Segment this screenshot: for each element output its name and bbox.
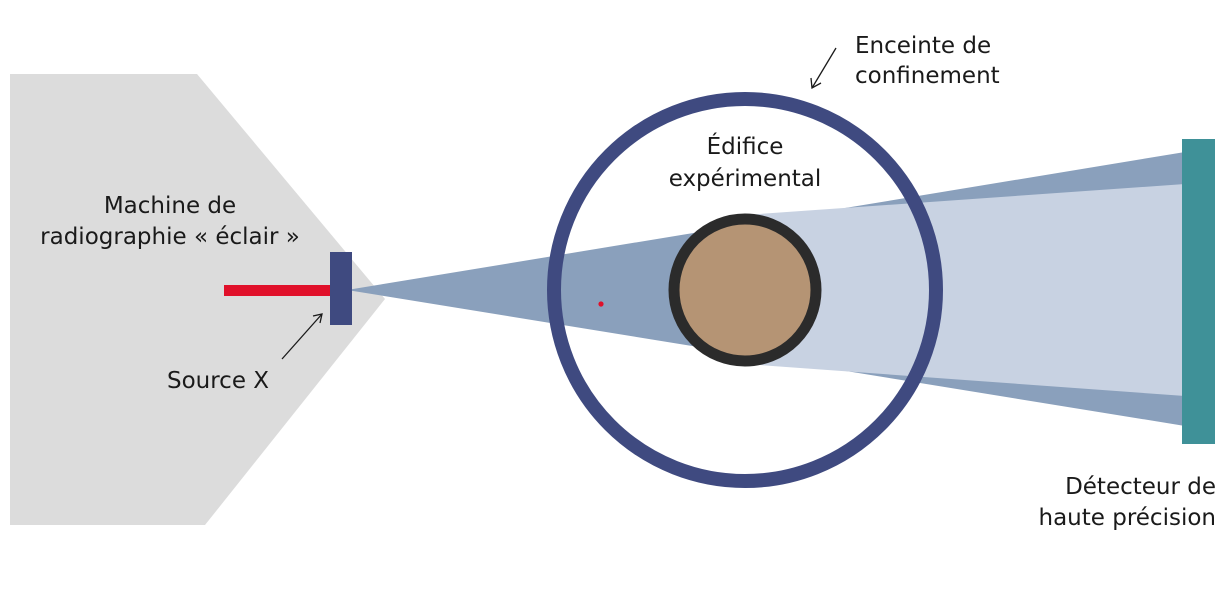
source-rod — [224, 285, 332, 296]
machine-label-line2: radiographie « éclair » — [40, 224, 300, 250]
source-arrow-line — [281, 313, 323, 360]
experimental-object — [668, 213, 822, 367]
machine-label-line1: Machine de — [104, 193, 236, 219]
xray-beam-inner — [745, 184, 1185, 396]
marker-dot — [598, 301, 604, 307]
radiography-machine-body — [10, 74, 385, 525]
enclosure-label-line1: Enceinte de — [855, 33, 991, 59]
source-plate — [330, 252, 352, 325]
source-label: Source X — [167, 368, 269, 394]
enclosure-arrow-line — [811, 47, 837, 89]
containment-enclosure-ring — [547, 92, 943, 488]
edifice-label-line1: Édifice — [707, 132, 784, 160]
source-arrow-head — [312, 313, 323, 324]
detector-label-line2: haute précision — [1039, 505, 1217, 531]
edifice-label-line2: expérimental — [669, 166, 822, 192]
enclosure-label-line2: confinement — [855, 63, 1000, 89]
enclosure-arrow-head — [810, 77, 822, 90]
detector-label-line1: Détecteur de — [1065, 474, 1216, 500]
detector-panel — [1182, 139, 1215, 444]
